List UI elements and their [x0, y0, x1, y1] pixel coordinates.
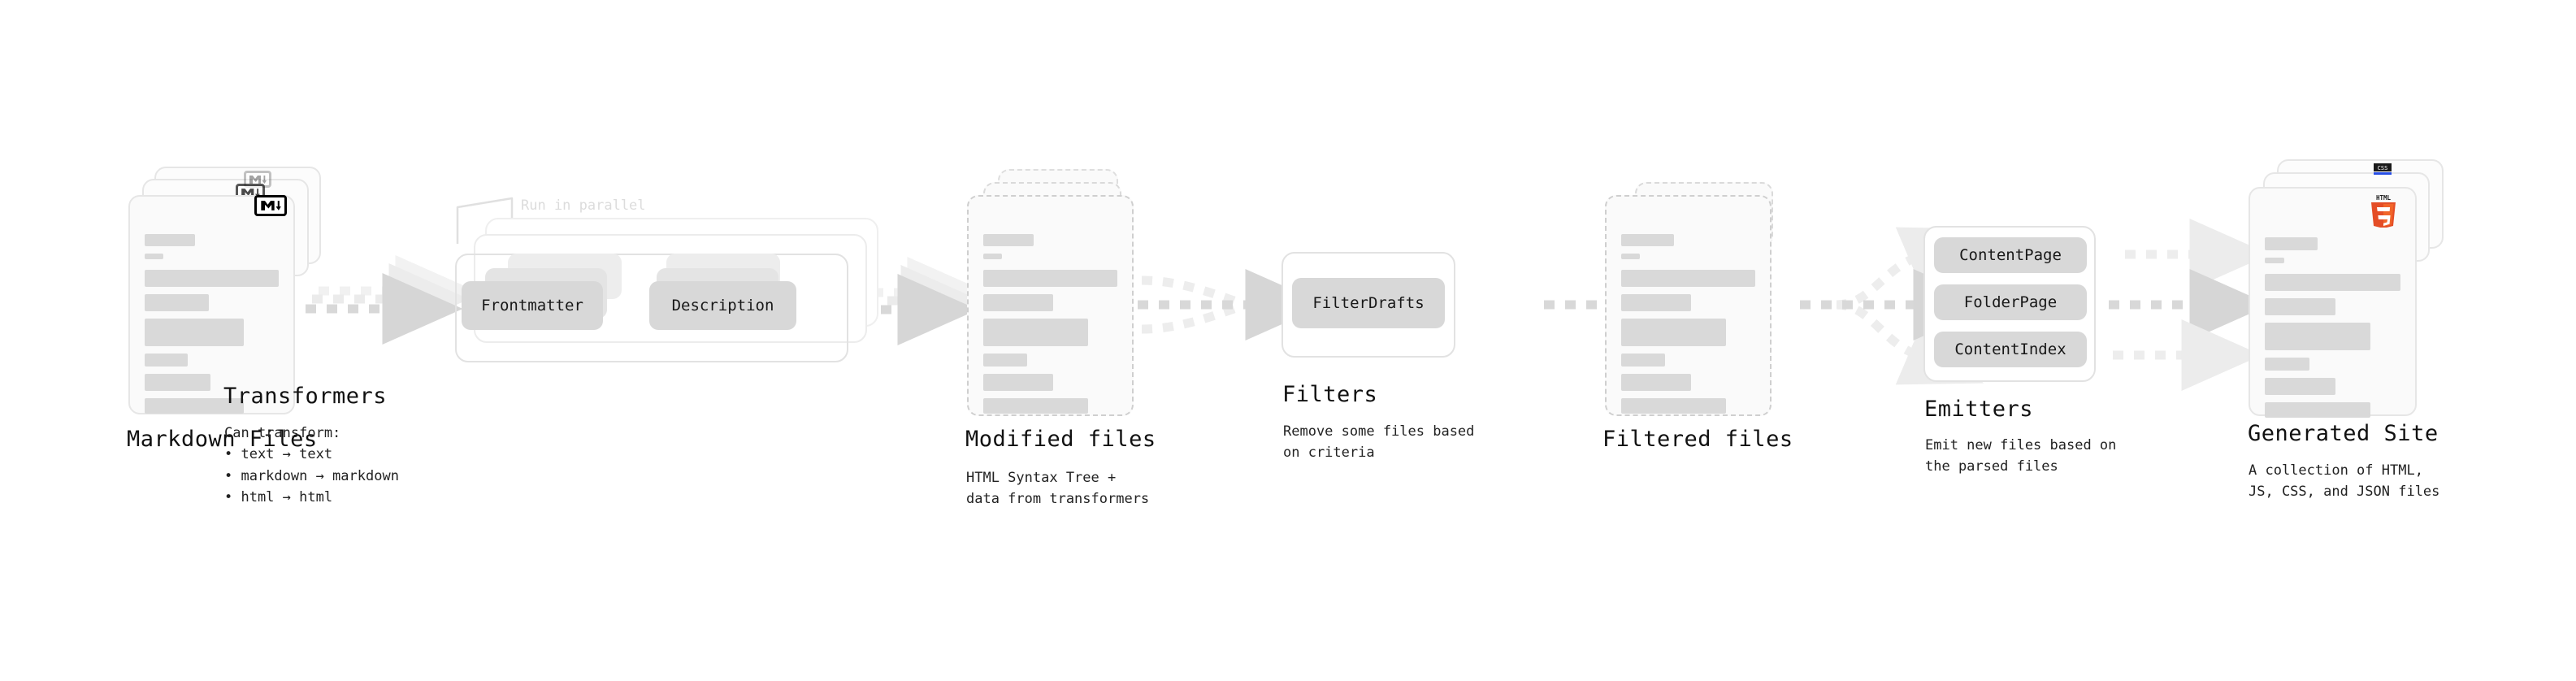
- skeleton-line: [145, 254, 163, 259]
- stage-desc-transformers: Can transform: • text → text • markdown …: [224, 425, 399, 506]
- filtered-file-card: [1605, 195, 1772, 416]
- svg-text:HTML: HTML: [2376, 194, 2392, 202]
- skeleton-line: [1621, 398, 1726, 414]
- stage-title-generated-site: Generated Site: [2248, 421, 2439, 446]
- skeleton-line: [983, 234, 1034, 246]
- stage-desc-emitters: Emit new files based on the parsed files: [1925, 437, 2117, 475]
- arrow-filtered-to-emitters: [1800, 227, 1994, 385]
- stage-desc-modified-files: HTML Syntax Tree + data from transformer…: [966, 470, 1150, 508]
- file-skeleton-lines: [2265, 237, 2400, 425]
- skeleton-line: [983, 270, 1117, 287]
- svg-text:CSS: CSS: [2378, 165, 2388, 171]
- transformer-group: [455, 254, 848, 362]
- skeleton-line: [145, 398, 245, 414]
- skeleton-line: [983, 374, 1053, 391]
- modified-file-card: [967, 195, 1134, 416]
- skeleton-line: [983, 354, 1028, 367]
- stage-title-filters: Filters: [1282, 382, 1378, 407]
- skeleton-line: [145, 354, 188, 367]
- transformer-node-label: Description: [671, 297, 774, 314]
- skeleton-line: [983, 398, 1088, 414]
- transformer-node-description[interactable]: Description: [649, 281, 796, 330]
- skeleton-line: [983, 319, 1088, 346]
- arrow-markdown-to-transformers: [306, 255, 476, 345]
- skeleton-line: [983, 294, 1053, 311]
- skeleton-line: [1621, 374, 1691, 391]
- skeleton-line: [2265, 237, 2318, 250]
- skeleton-line: [2265, 274, 2400, 291]
- skeleton-line: [1621, 270, 1755, 287]
- stage-title-filtered-files: Filtered files: [1602, 427, 1793, 452]
- emitter-node-folderpage[interactable]: FolderPage: [1934, 284, 2087, 320]
- skeleton-line: [1621, 254, 1640, 259]
- emitter-node-label: ContentIndex: [1954, 340, 2066, 358]
- stage-title-markdown-files: Markdown Files: [127, 427, 318, 452]
- markdown-icon: [254, 195, 287, 216]
- emitter-node-contentindex[interactable]: ContentIndex: [1934, 332, 2087, 367]
- filter-node-filterdrafts[interactable]: FilterDrafts: [1292, 278, 1445, 328]
- skeleton-line: [2265, 298, 2335, 315]
- skeleton-line: [1621, 354, 1666, 367]
- skeleton-line: [1621, 294, 1691, 311]
- stage-title-transformers: Transformers: [223, 384, 388, 409]
- skeleton-line: [145, 319, 245, 346]
- skeleton-line: [145, 294, 210, 311]
- stage-desc-generated-site: A collection of HTML, JS, CSS, and JSON …: [2249, 462, 2440, 501]
- run-in-parallel-bracket: [456, 197, 514, 244]
- skeleton-line: [145, 374, 210, 391]
- skeleton-line: [2265, 402, 2371, 418]
- skeleton-line: [145, 234, 195, 246]
- skeleton-line: [145, 270, 279, 287]
- file-skeleton-lines: [1621, 234, 1755, 421]
- skeleton-line: [1621, 319, 1726, 346]
- markdown-file-card: [128, 195, 295, 414]
- transformer-node-label: Frontmatter: [481, 297, 583, 314]
- emitter-node-contentpage[interactable]: ContentPage: [1934, 237, 2087, 273]
- skeleton-line: [2265, 323, 2371, 350]
- skeleton-line: [1621, 234, 1674, 246]
- transformer-node-frontmatter[interactable]: Frontmatter: [462, 281, 603, 330]
- file-skeleton-lines: [983, 234, 1117, 421]
- arrow-modified-to-filters: [1138, 269, 1326, 340]
- run-in-parallel-label: Run in parallel: [521, 197, 646, 214]
- html5-icon: HTML: [2369, 193, 2398, 228]
- filter-node-label: FilterDrafts: [1312, 294, 1425, 312]
- emitter-node-label: FolderPage: [1963, 293, 2058, 311]
- skeleton-line: [2265, 358, 2310, 371]
- stage-desc-filters: Remove some files based on criteria: [1283, 423, 1475, 462]
- generated-file-card: [2249, 187, 2417, 418]
- skeleton-line: [2265, 378, 2335, 395]
- stage-title-emitters: Emitters: [1924, 397, 2034, 422]
- stage-title-modified-files: Modified files: [965, 427, 1156, 452]
- emitter-node-label: ContentPage: [1959, 246, 2062, 264]
- file-skeleton-lines: [145, 234, 279, 421]
- skeleton-line: [2265, 258, 2284, 263]
- css-icon: CSS: [2374, 163, 2392, 175]
- skeleton-line: [983, 254, 1002, 259]
- arrow-emitters-to-site: [2109, 219, 2270, 391]
